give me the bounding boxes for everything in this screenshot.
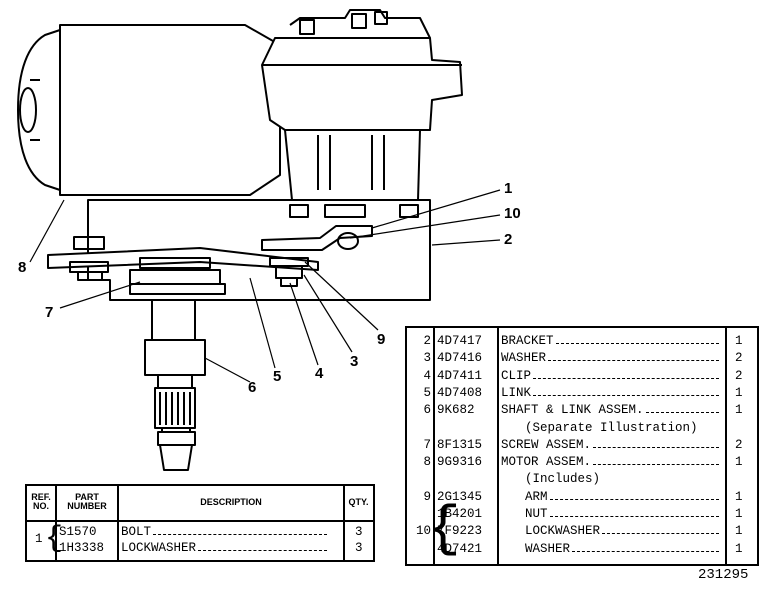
- dotted-leader: [549, 516, 719, 517]
- row-description: MOTOR ASSEM.: [501, 455, 592, 470]
- row-part-number: 1H3338: [59, 541, 105, 555]
- row-ref: 2: [423, 334, 431, 348]
- header-qty: QTY.: [348, 497, 369, 507]
- group-ref: 1: [35, 532, 43, 546]
- row-description: WASHER: [525, 541, 571, 556]
- dotted-leader: [153, 534, 327, 535]
- row-description: LINK: [501, 385, 532, 400]
- figure-number: 231295: [698, 567, 749, 583]
- row-ref: 6: [423, 403, 431, 418]
- row-part-number: 4D7417: [437, 334, 483, 348]
- row-part-number: 4D7411: [437, 368, 483, 383]
- header-ref-no: REF. NO.: [31, 492, 51, 512]
- dotted-leader: [533, 377, 719, 379]
- row-description: (Separate Illustration): [525, 420, 698, 435]
- callout-2: 2: [504, 231, 513, 248]
- header-description: DESCRIPTION: [200, 497, 262, 507]
- group-brace: {: [427, 497, 461, 561]
- row-ref: 8: [423, 455, 431, 470]
- row-qty: 2: [735, 351, 743, 366]
- row-description: WASHER: [501, 351, 547, 366]
- row-qty: 1: [735, 455, 743, 470]
- dotted-leader: [549, 498, 719, 500]
- row-ref: 9: [423, 489, 431, 504]
- bolt-table: REF. NO. PART NUMBER DESCRIPTION QTY. 1 …: [25, 484, 375, 562]
- row-ref: 7: [423, 437, 431, 452]
- row-part-number: 1B4201: [437, 507, 483, 521]
- callout-6: 6: [248, 379, 257, 396]
- row-part-number: S1570: [59, 525, 97, 539]
- callout-8: 8: [18, 259, 27, 276]
- dotted-leader: [602, 533, 719, 535]
- row-description: LOCKWASHER: [525, 524, 601, 539]
- gear-housing: [261, 37, 463, 131]
- row-description: ARM: [525, 489, 548, 504]
- row-part-number: 4D7408: [437, 385, 483, 400]
- row-qty: 2: [735, 437, 743, 452]
- row-description: BOLT: [121, 525, 152, 539]
- dotted-leader: [593, 446, 719, 448]
- row-ref: 4: [423, 368, 431, 383]
- row-description: SCREW ASSEM.: [501, 437, 592, 452]
- shaft-assembly: [151, 299, 196, 341]
- row-part-number: 4D7421: [437, 541, 483, 556]
- row-description: BRACKET: [501, 334, 554, 348]
- row-part-number: 7F9223: [437, 524, 483, 539]
- row-qty: 1: [735, 403, 743, 418]
- row-qty: 1: [735, 385, 743, 400]
- row-qty: 1: [735, 334, 743, 348]
- callout-7: 7: [45, 304, 54, 321]
- row-qty: 2: [735, 368, 743, 383]
- arm: [261, 225, 373, 251]
- header-part-number: PART NUMBER: [67, 492, 107, 512]
- dotted-leader: [198, 550, 327, 551]
- dotted-leader: [593, 464, 719, 466]
- callout-3: 3: [350, 353, 359, 370]
- dotted-leader: [533, 394, 719, 396]
- row-part-number: 2G1345: [437, 489, 483, 504]
- dotted-leader: [548, 360, 719, 362]
- row-qty: 1: [735, 489, 743, 504]
- row-description: LOCKWASHER: [121, 541, 197, 555]
- row-description: (Includes): [525, 472, 601, 487]
- motor-body: [59, 24, 281, 196]
- callout-5: 5: [273, 368, 282, 385]
- row-qty: 3: [355, 525, 363, 539]
- row-part-number: 4D7416: [437, 351, 483, 366]
- row-ref: 5: [423, 385, 431, 400]
- row-part-number: 9G9316: [437, 455, 483, 470]
- dotted-leader: [645, 412, 719, 414]
- callout-1: 1: [504, 180, 513, 197]
- dotted-leader: [572, 550, 719, 552]
- row-qty: 1: [735, 507, 743, 521]
- row-description: NUT: [525, 507, 548, 521]
- callout-10: 10: [504, 205, 521, 222]
- row-qty: 1: [735, 541, 743, 556]
- row-description: CLIP: [501, 368, 532, 383]
- row-part-number: 9K682: [437, 403, 475, 418]
- callout-9: 9: [377, 331, 386, 348]
- row-description: SHAFT & LINK ASSEM.: [501, 403, 644, 418]
- row-ref: 10: [415, 524, 431, 539]
- callout-4: 4: [315, 365, 324, 382]
- dotted-leader: [555, 343, 719, 344]
- group-brace: {: [45, 522, 64, 556]
- motor-end-cap: [17, 29, 61, 191]
- row-ref: 3: [423, 351, 431, 366]
- row-qty: 1: [735, 524, 743, 539]
- row-qty: 3: [355, 541, 363, 555]
- row-part-number: 8F1315: [437, 437, 483, 452]
